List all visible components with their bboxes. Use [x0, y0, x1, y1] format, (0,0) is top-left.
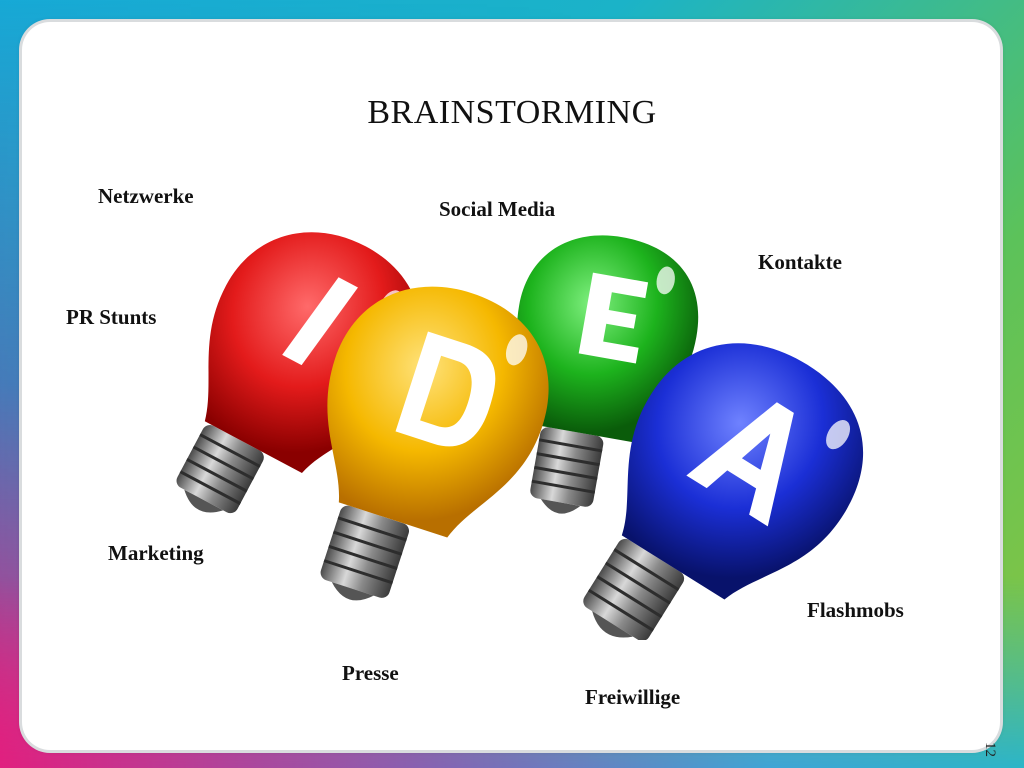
page-number: 12	[982, 742, 998, 757]
keyword-presse: Presse	[342, 661, 399, 685]
bulb-a	[583, 343, 864, 640]
bulb-d	[320, 286, 549, 601]
keyword-pr-stunts: PR Stunts	[66, 305, 157, 329]
slide-title: BRAINSTORMING	[367, 94, 657, 131]
keyword-netzwerke: Netzwerke	[98, 184, 194, 208]
keyword-social-media: Social Media	[439, 197, 556, 221]
keyword-flashmobs: Flashmobs	[807, 598, 904, 622]
keyword-freiwillige: Freiwillige	[585, 685, 681, 709]
idea-bulbs-illustration	[176, 232, 864, 640]
keyword-marketing: Marketing	[108, 541, 204, 565]
bulb-e	[517, 235, 699, 514]
keyword-kontakte: Kontakte	[758, 250, 842, 274]
